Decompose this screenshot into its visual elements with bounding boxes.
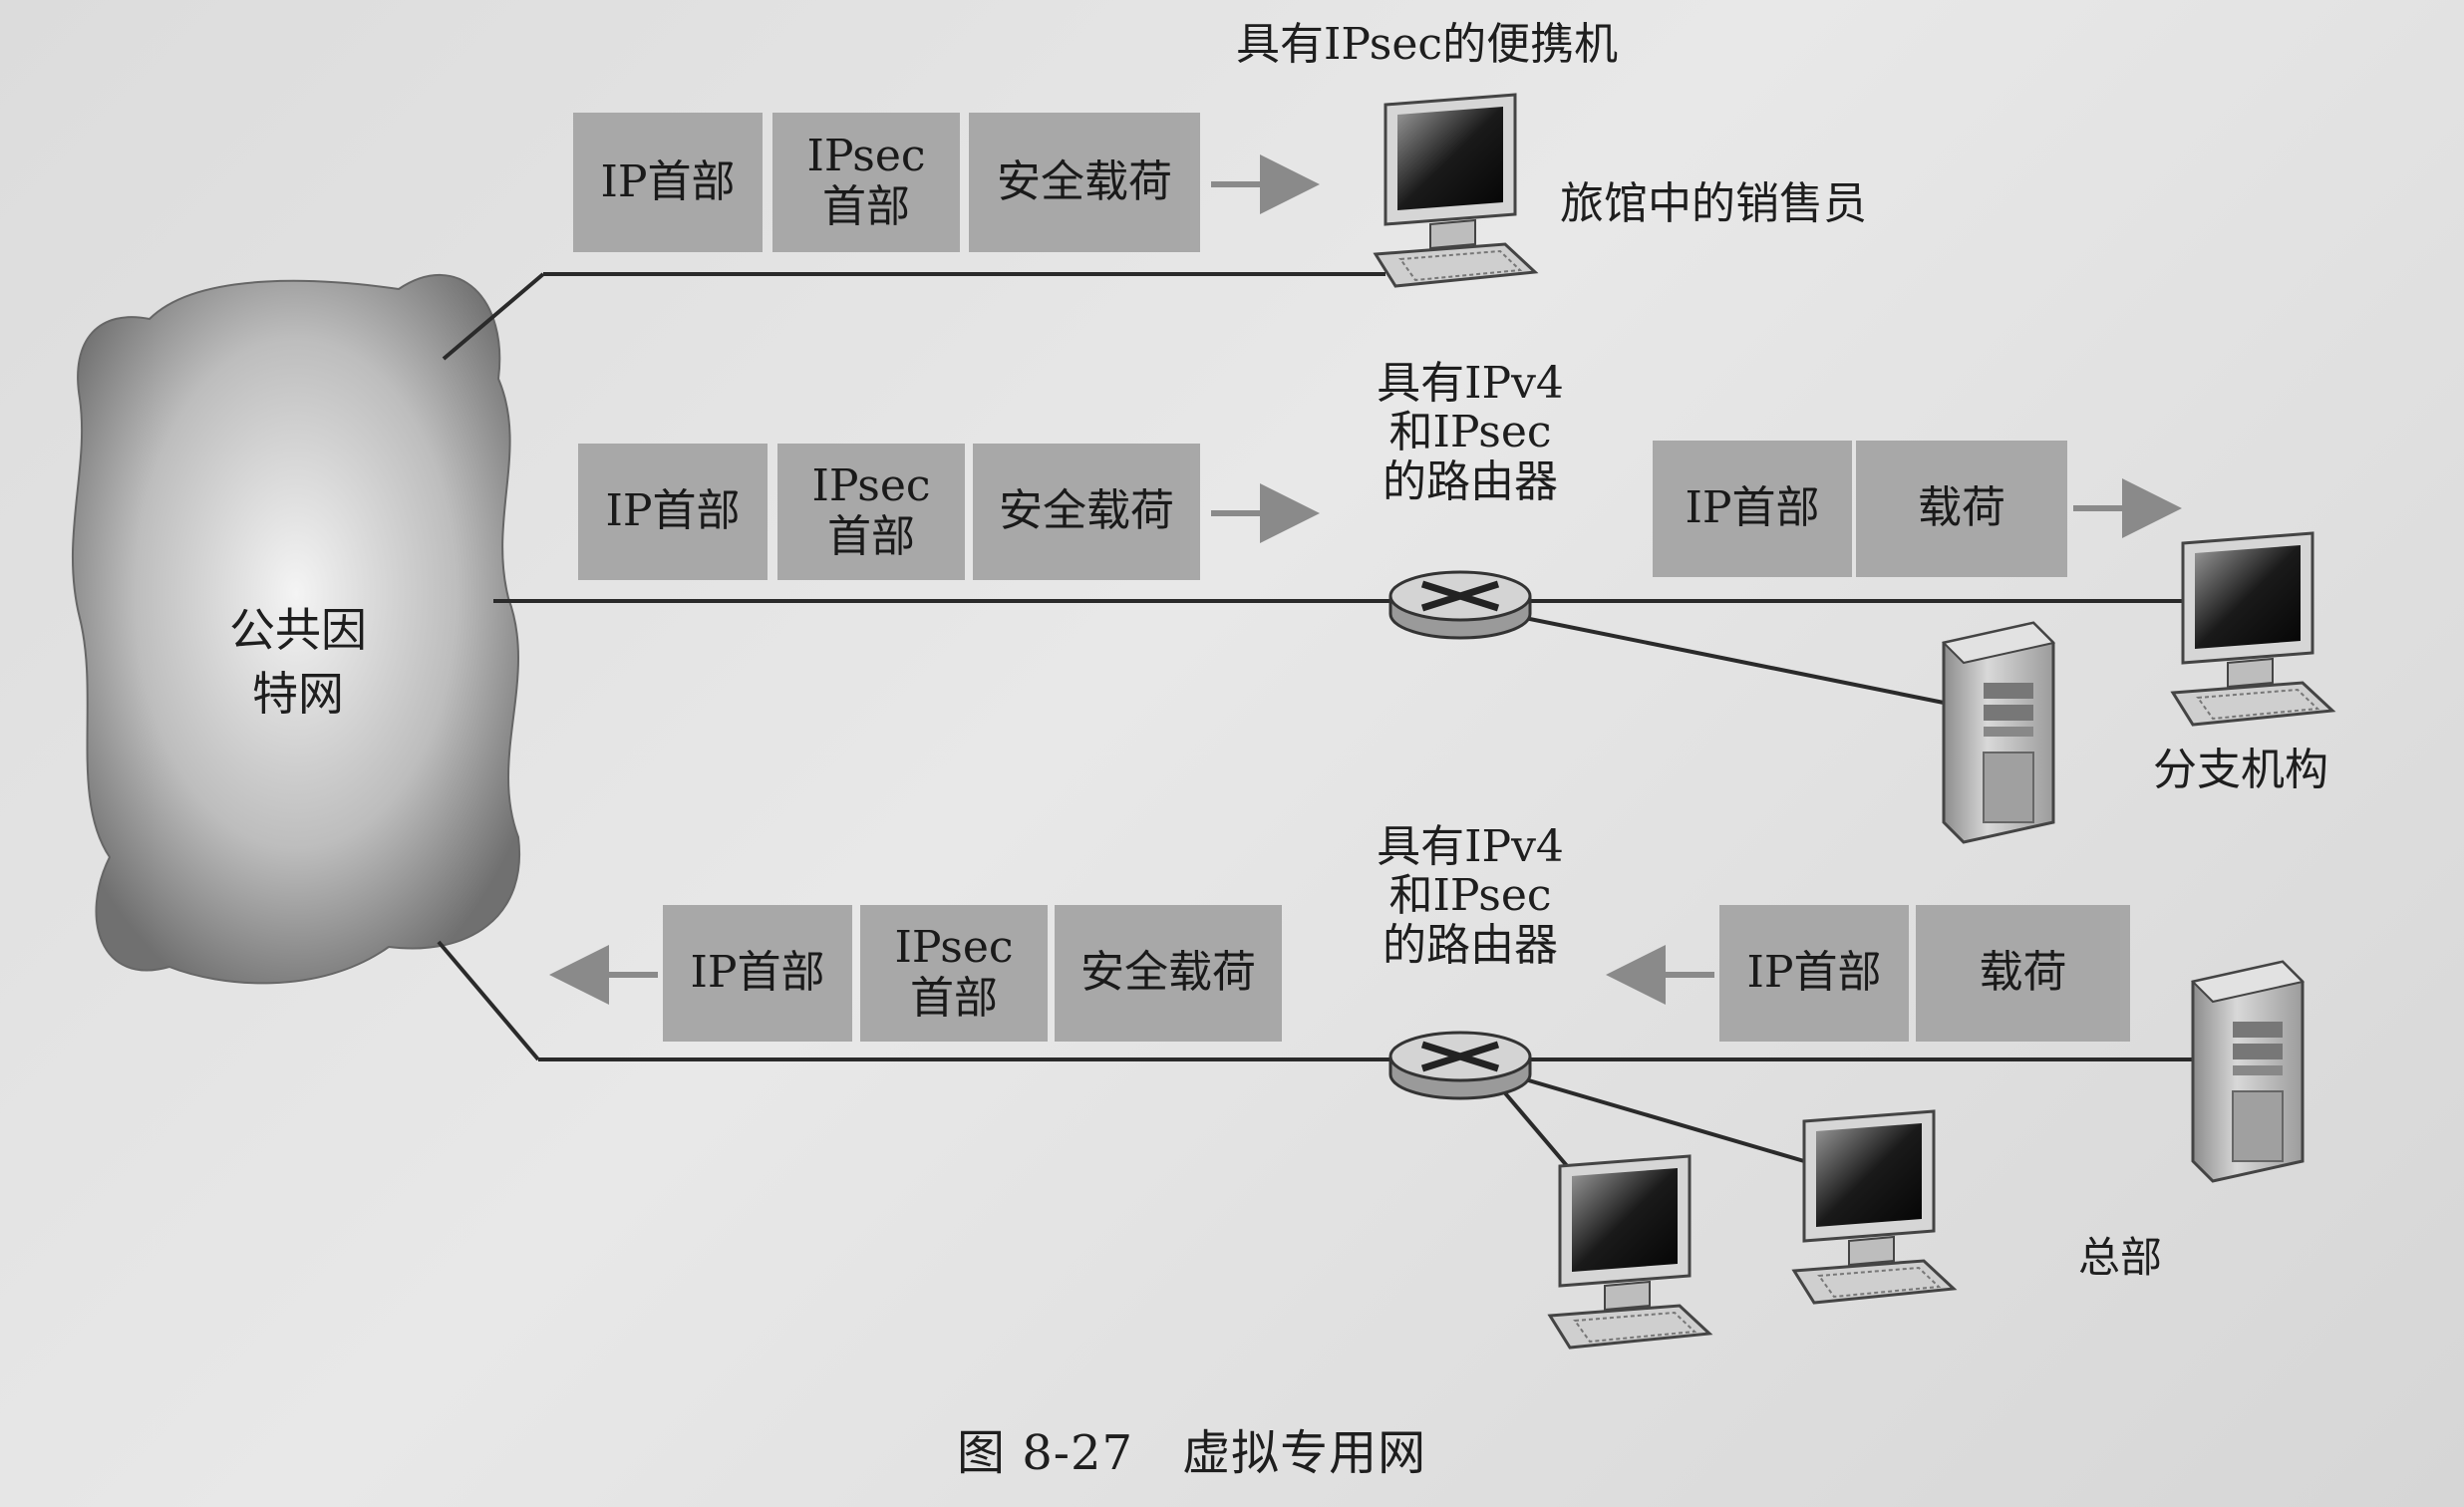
branch-server-icon (1942, 621, 2055, 844)
public-internet-label: 公共因 特网 (229, 598, 367, 727)
router1-label-line2: 和IPsec (1388, 407, 1552, 458)
packet3-payload-text: 载荷 (1918, 482, 2005, 534)
packet4-ipsec-text1: IPsec (894, 921, 1014, 973)
laptop-computer-icon (1374, 93, 1537, 288)
packet2-ipsec-text2: 首部 (826, 510, 915, 562)
packet3-payload: 载荷 (1856, 441, 2067, 577)
router1-label-line3: 的路由器 (1383, 455, 1558, 507)
laptop-title: 具有IPsec的便携机 (1236, 19, 1619, 70)
packet2-ip-header-text: IP首部 (605, 485, 741, 537)
packet2-ipsec-text1: IPsec (811, 459, 931, 511)
packet1-ipsec-text2: 首部 (821, 181, 910, 232)
router2-icon (1390, 1033, 1530, 1098)
laptop-subtitle: 旅馆中的销售员 (1560, 178, 1867, 229)
packet5-ip-header-text: IP首部 (1746, 947, 1882, 999)
packet3-ip-header-text: IP首部 (1685, 482, 1820, 534)
branch-pc-icon (2171, 531, 2334, 727)
packet4-secure-payload-text: 安全载荷 (1080, 947, 1256, 999)
packet5-payload: 载荷 (1916, 905, 2130, 1042)
packet4-ipsec-text2: 首部 (909, 972, 998, 1024)
packet2-secure-payload-text: 安全载荷 (999, 485, 1174, 537)
public-internet-label-line2: 特网 (252, 667, 344, 722)
figure-caption: 图 8-27 虚拟专用网 (957, 1425, 1427, 1481)
router2-label-line3: 的路由器 (1383, 919, 1558, 971)
router1-label-line1: 具有IPv4 (1377, 358, 1564, 409)
link-router2-to-hq-pc2 (1514, 1074, 1805, 1163)
router1-icon (1390, 572, 1530, 638)
packet4-ip-header-text: IP首部 (690, 947, 825, 999)
packet1-secure-payload: 安全载荷 (969, 113, 1200, 252)
router2-label-line2: 和IPsec (1388, 870, 1552, 922)
router2-label-line1: 具有IPv4 (1377, 821, 1564, 872)
packet1-secure-payload-text: 安全载荷 (997, 155, 1172, 207)
router1-label: 具有IPv4 和IPsec 的路由器 (1371, 359, 1570, 506)
packet1-ip-header: IP首部 (573, 113, 763, 252)
packet1-ipsec-text1: IPsec (806, 131, 926, 182)
router2-label: 具有IPv4 和IPsec 的路由器 (1371, 822, 1570, 970)
branch-office-label: 分支机构 (2153, 745, 2328, 795)
packet3-ip-header: IP首部 (1653, 441, 1852, 577)
packet5-ip-header: IP首部 (1719, 905, 1909, 1042)
packet5-payload-text: 载荷 (1979, 947, 2067, 999)
packet1-ip-header-text: IP首部 (600, 155, 736, 207)
packet4-ip-header: IP首部 (663, 905, 852, 1042)
public-internet-cloud (71, 274, 521, 985)
packet2-secure-payload: 安全载荷 (973, 444, 1200, 580)
packet2-ip-header: IP首部 (578, 444, 768, 580)
packet4-secure-payload: 安全载荷 (1055, 905, 1282, 1042)
headquarters-label: 总部 (2078, 1233, 2163, 1282)
link-router1-to-branch-server (1499, 611, 1945, 705)
link-cloud-to-router2-a (437, 940, 540, 1061)
hq-pc1-icon (1548, 1154, 1711, 1350)
public-internet-label-line1: 公共因 (229, 603, 367, 657)
link-cloud-to-laptop (442, 272, 545, 361)
hq-pc2-icon (1792, 1109, 1956, 1305)
hq-server-icon (2191, 960, 2305, 1183)
